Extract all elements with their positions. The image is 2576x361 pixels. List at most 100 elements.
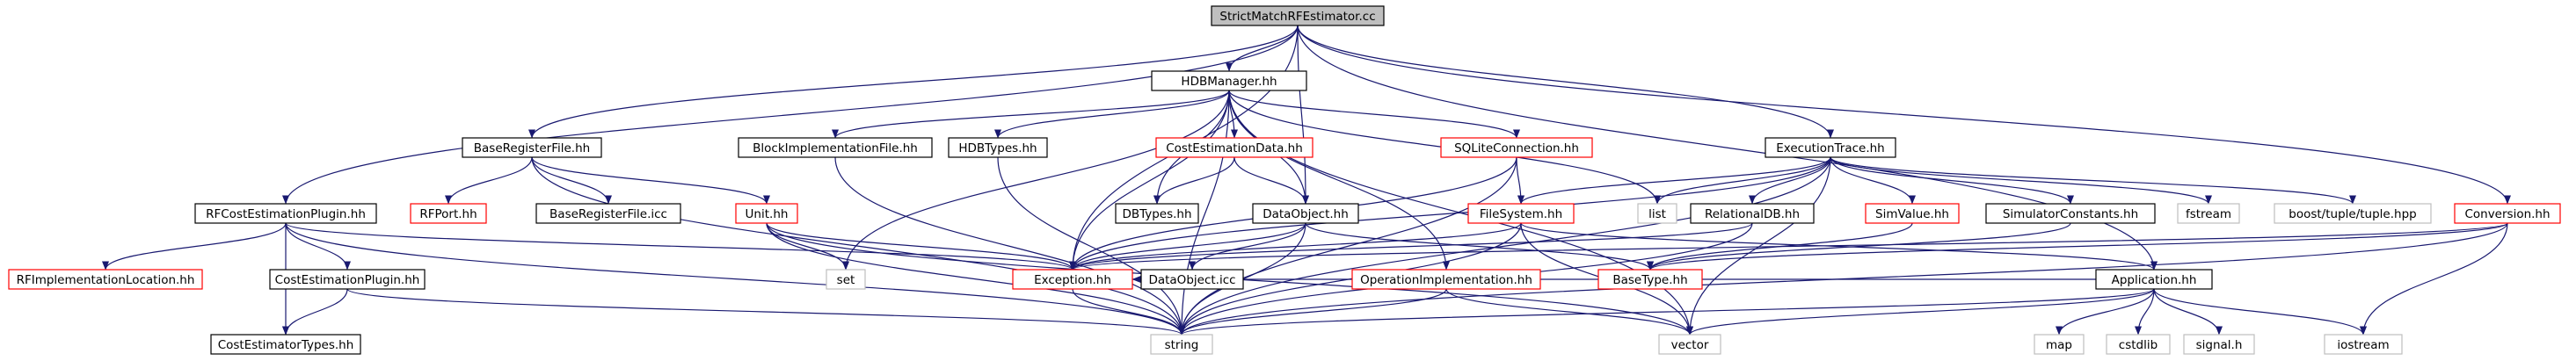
node-box — [2324, 334, 2403, 355]
node-strictmatchrfestimator-cc[interactable]: StrictMatchRFEstimator.cc — [1211, 5, 1385, 26]
edge-dataobject-to-dataobjecticc — [1189, 222, 1306, 271]
edge-dataobject-to-basetype — [1305, 222, 1654, 271]
node-box — [2183, 334, 2255, 355]
edge-rfcostplugin-to-string — [285, 222, 1185, 336]
edge-executiontrace-to-filesystem — [1517, 156, 1831, 205]
node-dataobject-icc[interactable]: DataObject.icc — [1140, 269, 1244, 290]
node-conversion-hh[interactable]: Conversion.hh — [2454, 203, 2561, 224]
node-rfcostestimationplugin-hh[interactable]: RFCostEstimationPlugin.hh — [194, 203, 377, 224]
node-label: BaseRegisterFile.hh — [474, 141, 590, 155]
node-box — [2095, 269, 2213, 290]
edge-baseregfile-to-baseregfileicc — [531, 156, 612, 205]
edge-baseregfile-to-rfport — [445, 156, 533, 205]
node-label: RFImplementationLocation.hh — [17, 273, 195, 287]
node-relationaldb-hh[interactable]: RelationalDB.hh — [1690, 203, 1815, 224]
node-label: SimValue.hh — [1875, 207, 1949, 221]
node-box — [1690, 203, 1815, 224]
node-box — [8, 269, 203, 290]
edge-costestdata-to-dataobject — [1233, 156, 1309, 205]
node-baseregisterfile-icc[interactable]: BaseRegisterFile.icc — [535, 203, 681, 224]
node-box — [462, 137, 602, 158]
node-rfimplementationlocation-hh[interactable]: RFImplementationLocation.hh — [8, 269, 203, 290]
node-label: OperationImplementation.hh — [1360, 273, 1532, 287]
edge-costestdata-to-dbtypes — [1153, 156, 1235, 205]
node-dbtypes-hh[interactable]: DBTypes.hh — [1115, 203, 1199, 224]
edge-hdbmanager-to-sqliteconn — [1228, 90, 1520, 139]
node-filesystem-hh[interactable]: FileSystem.hh — [1467, 203, 1575, 224]
node-costestimationplugin-hh[interactable]: CostEstimationPlugin.hh — [269, 269, 426, 290]
edge-rfcostplugin-to-rfimplloc — [102, 222, 287, 271]
edge-hdbmanager-to-string — [1178, 90, 1230, 336]
node-label: BaseType.hh — [1612, 273, 1687, 287]
edge-filesystem-to-application — [1520, 222, 2158, 271]
node-label: RFPort.hh — [419, 207, 477, 221]
node-list: list — [1637, 203, 1677, 224]
node-box — [735, 203, 798, 224]
node-simvalue-hh[interactable]: SimValue.hh — [1865, 203, 1960, 224]
node-baseregisterfile-hh[interactable]: BaseRegisterFile.hh — [462, 137, 602, 158]
node-box — [2106, 334, 2171, 355]
node-sqliteconnection-hh[interactable]: SQLiteConnection.hh — [1440, 137, 1593, 158]
node-label: set — [837, 273, 855, 287]
node-costestimatortypes-hh[interactable]: CostEstimatorTypes.hh — [210, 334, 361, 355]
node-label: iostream — [2337, 338, 2389, 352]
node-box — [826, 269, 866, 290]
edge-application-to-iostream — [2153, 288, 2367, 336]
node-dataobject-hh[interactable]: DataObject.hh — [1252, 203, 1359, 224]
node-box — [1440, 137, 1593, 158]
node-box — [535, 203, 681, 224]
edge-baseregfile-to-string — [531, 156, 1185, 336]
node-box — [1211, 5, 1385, 26]
node-unit-hh[interactable]: Unit.hh — [735, 203, 798, 224]
node-rfport-hh[interactable]: RFPort.hh — [410, 203, 487, 224]
node-box — [1637, 203, 1677, 224]
node-box — [1155, 137, 1313, 158]
node-box — [1658, 334, 1721, 355]
node-application-hh[interactable]: Application.hh — [2095, 269, 2213, 290]
node-box — [1985, 203, 2156, 224]
node-box — [1150, 334, 1213, 355]
edge-filesystem-to-exception — [1069, 222, 1522, 271]
edge-executiontrace-to-list — [1654, 156, 1831, 205]
node-executiontrace-hh[interactable]: ExecutionTrace.hh — [1765, 137, 1896, 158]
edge-executiontrace-to-vector — [1686, 156, 1831, 336]
edge-executiontrace-to-simvalue — [1830, 156, 1916, 205]
edge-conversion-to-iostream — [2360, 222, 2508, 336]
node-label: signal.h — [2196, 338, 2243, 352]
node-hdbtypes-hh[interactable]: HDBTypes.hh — [948, 137, 1048, 158]
node-basetype-hh[interactable]: BaseType.hh — [1597, 269, 1703, 290]
node-box — [194, 203, 377, 224]
node-label: fstream — [2186, 207, 2231, 221]
node-label: Exception.hh — [1034, 273, 1111, 287]
node-operationimplementation-hh[interactable]: OperationImplementation.hh — [1351, 269, 1541, 290]
node-costestimationdata-hh[interactable]: CostEstimationData.hh — [1155, 137, 1313, 158]
edge-rfcostplugin-to-exception — [285, 222, 1076, 271]
node-label: HDBManager.hh — [1181, 75, 1277, 89]
node-label: BlockImplementationFile.hh — [753, 141, 918, 155]
node-box — [1252, 203, 1359, 224]
node-box — [210, 334, 361, 355]
node-label: StrictMatchRFEstimator.cc — [1219, 10, 1375, 24]
node-label: Conversion.hh — [2464, 207, 2550, 221]
edge-blockimplfile-to-string — [834, 156, 1185, 336]
edge-hdbmanager-to-opimpl — [1228, 90, 1450, 271]
node-label: CostEstimationPlugin.hh — [275, 273, 420, 287]
node-box — [1115, 203, 1199, 224]
edge-hdbmanager-to-set — [842, 90, 1230, 271]
edge-unit-to-string — [766, 222, 1185, 336]
node-simulatorconstants-hh[interactable]: SimulatorConstants.hh — [1985, 203, 2156, 224]
node-exception-hh[interactable]: Exception.hh — [1012, 269, 1133, 290]
edge-opimpl-to-string — [1178, 288, 1447, 336]
node-label: CostEstimatorTypes.hh — [218, 338, 354, 352]
node-label: Application.hh — [2112, 273, 2197, 287]
edge-application-to-string — [1178, 288, 2155, 336]
node-label: cstdlib — [2119, 338, 2158, 352]
edge-conversion-to-exception — [1069, 222, 2508, 271]
node-hdbmanager-hh[interactable]: HDBManager.hh — [1151, 70, 1307, 91]
node-box — [738, 137, 933, 158]
node-blockimplementationfile-hh[interactable]: BlockImplementationFile.hh — [738, 137, 933, 158]
edge-root-to-conversion — [1297, 25, 2511, 205]
node-boost-tuple-tuple-hpp: boost/tuple/tuple.hpp — [2274, 203, 2432, 224]
edge-dataobject-to-exception — [1069, 222, 1306, 271]
